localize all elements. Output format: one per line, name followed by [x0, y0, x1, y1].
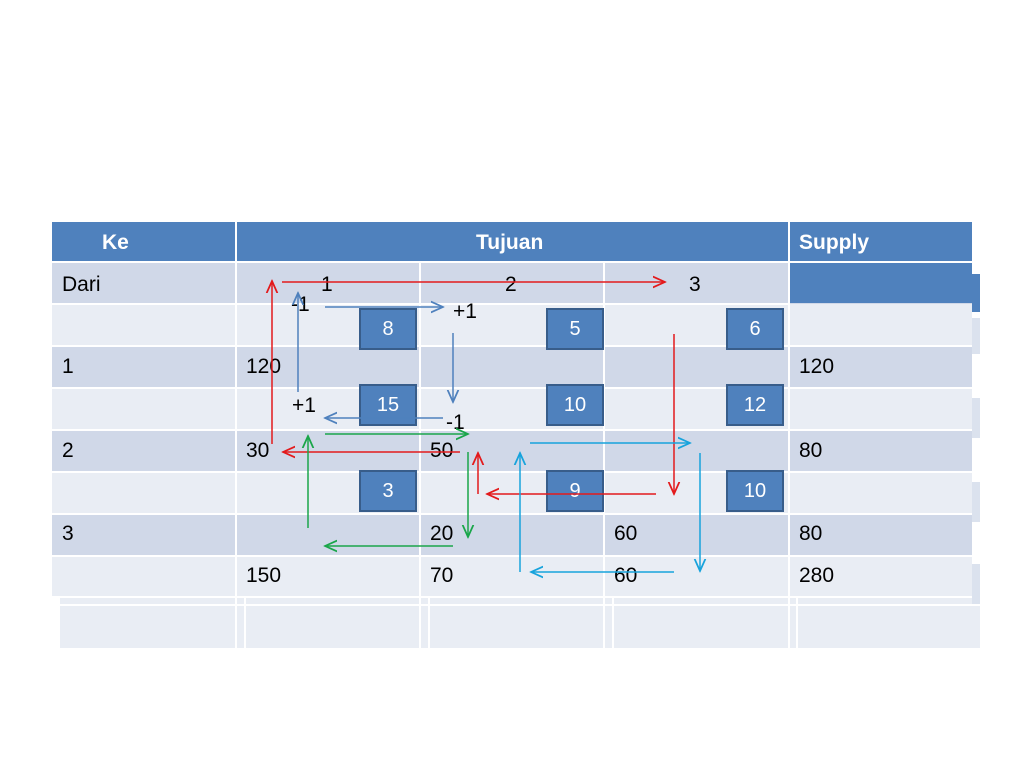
alloc-2-1: 30 — [246, 439, 270, 462]
cost-cell-1-1: 8 — [359, 308, 417, 350]
destination-2-label: 2 — [505, 273, 517, 296]
row-divider — [52, 261, 972, 263]
destination-1-label: 1 — [321, 273, 333, 296]
demand-total: 280 — [799, 564, 835, 587]
cost-cell-3-2: 9 — [546, 470, 604, 512]
source-1-label: 1 — [62, 355, 74, 378]
row-divider — [52, 387, 972, 389]
cost-cell-3-1: 3 — [359, 470, 417, 512]
ghost-side-tab — [972, 564, 980, 604]
alloc-2-2: 50 — [430, 439, 454, 462]
ghost-divider — [612, 598, 614, 648]
cost-cell-2-1: 15 — [359, 384, 417, 426]
supply-header-cell — [789, 262, 972, 303]
source-2-label: 2 — [62, 439, 74, 462]
row-divider — [52, 345, 972, 347]
supply-3: 80 — [799, 522, 823, 545]
row-divider — [52, 303, 789, 305]
col-divider — [235, 222, 237, 654]
header-supply: Supply — [799, 231, 870, 254]
row-cost-2 — [52, 388, 972, 430]
header-ke: Ke — [102, 231, 129, 254]
demand-1: 150 — [246, 564, 282, 587]
cost-cell-2-2: 10 — [546, 384, 604, 426]
row-divider — [52, 471, 972, 473]
ghost-divider — [244, 598, 246, 648]
row-cost-1 — [52, 304, 972, 346]
cost-cell-1-3: 6 — [726, 308, 784, 350]
cost-cell-2-3: 12 — [726, 384, 784, 426]
loop-mark-plus: +1 — [453, 300, 477, 323]
alloc-3-2: 20 — [430, 522, 454, 545]
demand-3: 60 — [614, 564, 638, 587]
loop-mark-minus: -1 — [446, 411, 465, 434]
demand-2: 70 — [430, 564, 454, 587]
ghost-side-tab — [972, 274, 980, 312]
ghost-divider — [796, 598, 798, 648]
row-source-1 — [52, 346, 972, 388]
alloc-3-3: 60 — [614, 522, 638, 545]
col-divider — [419, 262, 421, 654]
col-divider — [603, 262, 605, 654]
destination-3-label: 3 — [689, 273, 701, 296]
source-3-label: 3 — [62, 522, 74, 545]
ghost-side-tab — [972, 318, 980, 354]
row-divider — [52, 429, 972, 431]
dari-label: Dari — [62, 273, 101, 296]
row-divider — [52, 555, 972, 557]
ghost-side-tab — [972, 482, 980, 522]
col-divider — [788, 222, 790, 654]
cost-cell-1-2: 5 — [546, 308, 604, 350]
supply-1: 120 — [799, 355, 835, 378]
supply-2: 80 — [799, 439, 823, 462]
row-demand — [52, 556, 972, 596]
loop-mark-minus: -1 — [291, 293, 310, 316]
row-cost-3 — [52, 472, 972, 514]
row-source-3 — [52, 514, 972, 556]
header-tujuan: Tujuan — [476, 231, 544, 254]
row-divider — [52, 513, 972, 515]
ghost-side-tab — [972, 398, 980, 438]
table-header — [52, 222, 972, 262]
cost-cell-3-3: 10 — [726, 470, 784, 512]
alloc-1-1: 120 — [246, 355, 282, 378]
ghost-divider — [428, 598, 430, 648]
ghost-row — [60, 604, 980, 648]
row-source-2 — [52, 430, 972, 472]
loop-mark-plus: +1 — [292, 394, 316, 417]
